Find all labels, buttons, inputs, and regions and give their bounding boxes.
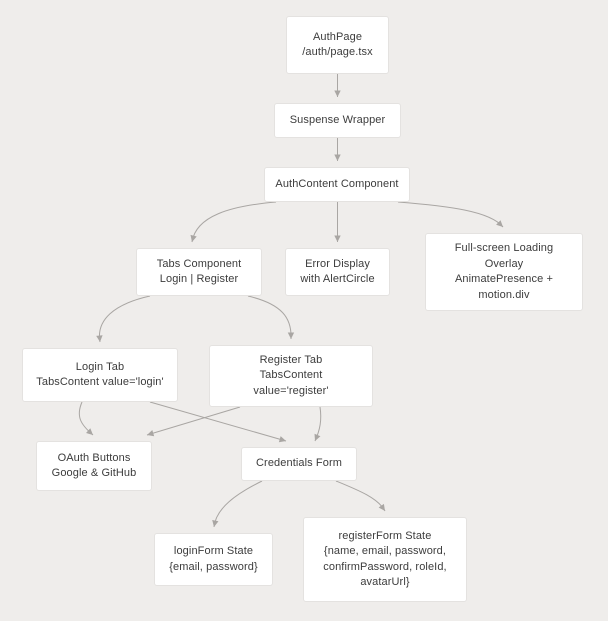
node-text-line: Suspense Wrapper bbox=[289, 113, 386, 126]
node-text-line: OAuth Buttons bbox=[57, 451, 131, 464]
node-text-line: registerForm State bbox=[338, 529, 432, 542]
node-text-line: Login | Register bbox=[159, 273, 239, 285]
edge-tabs-to-register-tab-arrowhead bbox=[287, 332, 295, 339]
node-text-line: Login Tab bbox=[75, 360, 125, 373]
edge-auth-content-to-loading-arrowhead bbox=[496, 220, 503, 227]
node-text-line: Tabs Component bbox=[156, 257, 242, 270]
node-text-line: Full-screen Loading bbox=[454, 242, 554, 254]
node-text-line: loginForm State bbox=[173, 545, 254, 557]
edge-tabs-to-login-tab bbox=[98, 295, 151, 343]
edge-register-tab-to-oauth bbox=[146, 406, 241, 436]
node-text-line: TabsContent value='login' bbox=[36, 376, 164, 388]
edge-credentials-to-register-state bbox=[335, 480, 386, 512]
suspense-wrapper-node[interactable]: Suspense Wrapper bbox=[274, 103, 401, 138]
login-form-state-node[interactable]: loginForm State {email, password} bbox=[154, 533, 273, 586]
node-text-line: TabsContent bbox=[259, 369, 323, 382]
edge-suspense-to-auth-content-arrowhead bbox=[334, 154, 341, 161]
node-text-line: Error Display bbox=[305, 257, 370, 270]
node-text-line: value='register' bbox=[253, 384, 329, 397]
register-form-state-node[interactable]: registerForm State {name, email, password… bbox=[303, 517, 467, 602]
node-text-line: Overlay bbox=[484, 257, 524, 270]
node-text-line: AuthContent Component bbox=[275, 177, 399, 190]
edge-credentials-to-login-state bbox=[213, 480, 263, 528]
node-text-line: Credentials Form bbox=[256, 457, 342, 470]
credentials-form-node[interactable]: Credentials Form bbox=[241, 447, 357, 481]
node-text-line: {name, email, password, bbox=[323, 545, 447, 557]
node-text-line: AnimatePresence + bbox=[454, 273, 553, 285]
node-text-line: Register Tab bbox=[259, 353, 323, 366]
edge-login-tab-to-oauth-arrowhead bbox=[86, 428, 93, 435]
edge-login-tab-to-credentials bbox=[149, 401, 287, 442]
node-text-line: Google & GitHub bbox=[51, 467, 137, 479]
auth-content-node[interactable]: AuthContent Component bbox=[264, 167, 410, 202]
error-display-node[interactable]: Error Display with AlertCircle bbox=[285, 248, 390, 296]
edge-register-tab-to-oauth-arrowhead bbox=[147, 430, 155, 437]
edge-credentials-to-login-state-arrowhead bbox=[212, 519, 219, 527]
node-text-line: with AlertCircle bbox=[300, 273, 375, 285]
edge-auth-content-to-error-arrowhead bbox=[334, 235, 341, 242]
edge-credentials-to-register-state-arrowhead bbox=[378, 503, 385, 511]
node-text-line: avatarUrl} bbox=[360, 576, 410, 588]
edge-auth-content-to-tabs-arrowhead bbox=[190, 234, 197, 242]
edge-tabs-to-login-tab-arrowhead bbox=[96, 335, 103, 342]
edge-register-tab-to-credentials-arrowhead bbox=[314, 433, 321, 441]
edge-login-tab-to-credentials-arrowhead bbox=[278, 436, 286, 443]
node-text-line: confirmPassword, roleId, bbox=[323, 560, 447, 573]
node-text-line: AuthPage bbox=[312, 30, 363, 43]
auth-page-node[interactable]: AuthPage/auth/page.tsx bbox=[286, 16, 389, 74]
node-text-line: {email, password} bbox=[169, 560, 258, 573]
edge-auth-page-to-suspense-arrowhead bbox=[334, 90, 341, 97]
edge-auth-content-to-loading bbox=[397, 201, 504, 228]
node-text-line: /auth/page.tsx bbox=[302, 46, 373, 58]
node-text-line: motion.div bbox=[478, 288, 530, 301]
edge-auth-content-to-tabs bbox=[191, 201, 277, 243]
edge-tabs-to-register-tab bbox=[247, 295, 292, 340]
